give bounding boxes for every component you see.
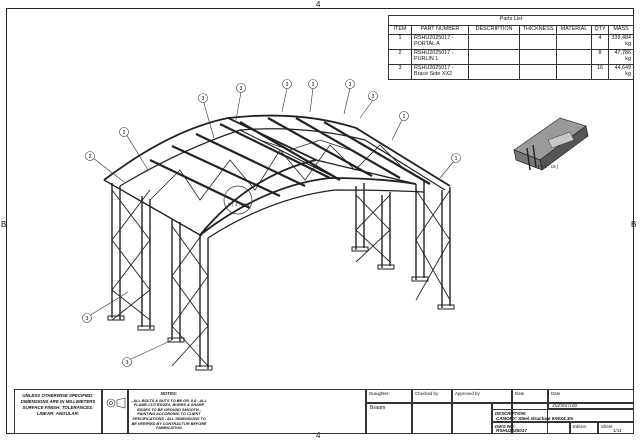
cell-material <box>556 49 592 65</box>
draughter-cell: Draughter: <box>366 389 412 403</box>
col-material: MATERIAL <box>556 25 592 35</box>
tolerance-cell: UNLESS OTHERWISE SPECIFIED: DIMENSIONS A… <box>14 389 102 434</box>
cell-qty: 16 <box>591 64 609 80</box>
cell-thickness <box>519 34 557 50</box>
balloon-12: 3 <box>126 360 129 366</box>
balloon-8: 2 <box>89 154 92 160</box>
steel-frame <box>103 114 455 371</box>
cell-thickness <box>519 49 557 65</box>
frame-marker-right: B <box>631 220 637 229</box>
parts-list-header-row: ITEM PART NUMBER DESCRIPTION THICKNESS M… <box>388 25 634 35</box>
cell-item: 1 <box>388 34 412 50</box>
description-value: CANOPY: Steel structure 9X6X4.3m <box>496 416 574 421</box>
sheet-cell: Sheet 1/11 <box>598 422 634 434</box>
frame-marker-top: 4 <box>316 0 321 9</box>
checked-cell: Checked by <box>412 389 452 403</box>
dwg-no-label: DWG NO: <box>495 424 515 429</box>
balloon-4: 3 <box>349 82 352 88</box>
approved-cell: Approved by <box>452 389 512 403</box>
projection-symbol-icon <box>106 397 126 409</box>
dwg-no-value: RSHU2025017 <box>496 428 527 433</box>
table-row: 1 RSHU2025017 - PORTAL A 4 339,484 kg <box>388 34 634 50</box>
cell-mass: 44,649 kg <box>608 64 634 80</box>
cell-description <box>468 49 520 65</box>
col-mass: MASS <box>608 25 634 35</box>
cell-material <box>556 64 592 80</box>
cell-description <box>468 64 520 80</box>
notes-title: NOTES: <box>160 391 178 396</box>
col-part-number: PART NUMBER <box>411 25 469 35</box>
title-block: UNLESS OTHERWISE SPECIFIED: DIMENSIONS A… <box>14 389 634 434</box>
parts-list-table: Parts List ITEM PART NUMBER DESCRIPTION … <box>388 15 634 80</box>
balloon-3: 3 <box>286 82 289 88</box>
col-description: DESCRIPTION <box>468 25 520 35</box>
balloon-6: 3 <box>202 96 205 102</box>
frame-marker-bottom: 4 <box>316 431 321 440</box>
projection-cell <box>102 389 128 434</box>
notes-text: - ALL BOLTS & NUTS TO BE GR. 8.8 - ALL F… <box>131 398 207 431</box>
date-label: Date <box>515 391 525 396</box>
cell-qty: 8 <box>591 49 609 65</box>
date-cell-2: Date <box>548 389 634 403</box>
balloon-2: 3 <box>312 82 315 88</box>
balloon-7: 2 <box>123 130 126 136</box>
table-row: 2 RSHU2025017 - PURLIN 1 8 47,786 kg <box>388 49 634 65</box>
notes-cell: NOTES: - ALL BOLTS & NUTS TO BE GR. 8.8 … <box>128 389 366 434</box>
balloons: 3 3 3 3 3 3 2 2 1 1 3 3 <box>82 79 461 367</box>
cell-item: 2 <box>388 49 412 65</box>
cell-item: 3 <box>388 64 412 80</box>
date-value-cell: 2025/07/28 <box>548 403 634 409</box>
cell-qty: 4 <box>591 34 609 50</box>
description-cell: DESCRIPTION: CANOPY: Steel structure 9X6… <box>492 409 634 422</box>
sheet-label: Sheet <box>601 424 613 429</box>
date-cell: Date <box>512 389 548 403</box>
approved-label: Approved by <box>455 391 480 396</box>
checked-label: Checked by <box>415 391 439 396</box>
cell-thickness <box>519 64 557 80</box>
detail-view-f: F ( 1 : 15 ) <box>513 117 589 171</box>
balloon-10: 1 <box>455 156 458 162</box>
dwg-no-cell: DWG NO: RSHU2025017 <box>492 422 570 434</box>
draughter-value: Braam <box>370 405 386 411</box>
sheet-value: 1/11 <box>613 428 622 433</box>
balloon-9: 1 <box>403 114 406 120</box>
draughter-value-cell: Braam <box>366 403 412 434</box>
table-row: 3 RSHU2025017 - Brace Side XX2 16 44,649… <box>388 64 634 80</box>
detail-circle <box>223 185 253 215</box>
date-value: 2025/07/28 <box>552 403 578 409</box>
cell-description <box>468 34 520 50</box>
balloon-11: 3 <box>86 316 89 322</box>
detail-view-label: F ( 1 : 15 ) <box>538 164 559 169</box>
col-qty: QTY <box>591 25 609 35</box>
cell-mass: 47,786 kg <box>608 49 634 65</box>
cell-part-number: RSHU2025017 - PURLIN 1 <box>411 49 469 65</box>
col-item: ITEM <box>388 25 412 35</box>
main-detail-label: F ( 1 : 15 ) <box>228 202 250 207</box>
cell-mass: 339,484 kg <box>608 34 634 50</box>
leader-lines <box>88 87 456 361</box>
cell-material <box>556 34 592 50</box>
edition-cell: Edition <box>570 422 598 434</box>
balloon-5: 3 <box>372 94 375 100</box>
date-label-2: Date <box>551 391 561 396</box>
col-thickness: THICKNESS <box>519 25 557 35</box>
cell-part-number: RSHU2025017 - PORTAL A <box>411 34 469 50</box>
frame-marker-left: B <box>1 220 7 229</box>
draughter-label: Draughter: <box>369 391 390 396</box>
parts-list-title: Parts List <box>388 15 634 26</box>
balloon-1: 3 <box>240 86 243 92</box>
edition-label: Edition <box>573 424 587 429</box>
unless-specified-text: UNLESS OTHERWISE SPECIFIED: DIMENSIONS A… <box>20 393 96 416</box>
description-label: DESCRIPTION: <box>495 411 527 416</box>
cell-part-number: RSHU2025017 - Brace Side XX2 <box>411 64 469 80</box>
